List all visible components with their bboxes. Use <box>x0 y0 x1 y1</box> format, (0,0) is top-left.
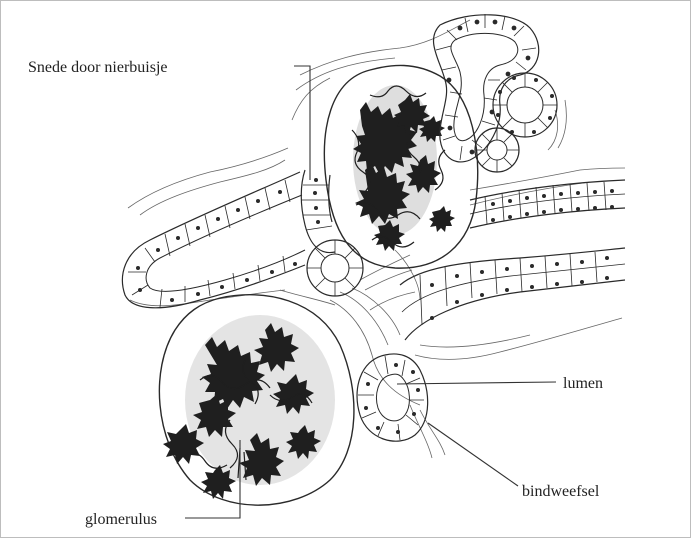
tubule-right-long-upper <box>470 180 625 228</box>
leader-lumen <box>397 382 556 384</box>
label-tubule-section: Snede door nierbuisje <box>28 59 168 76</box>
label-connective-tissue: bindweefsel <box>522 483 600 500</box>
leader-connective-tissue <box>428 423 518 486</box>
tubule-top-right <box>434 14 539 162</box>
tubule-center-vertical <box>301 170 363 296</box>
upper-renal-corpuscle <box>324 65 477 268</box>
tubule-left-long <box>122 172 305 308</box>
label-glomerulus: glomerulus <box>85 511 157 528</box>
tubule-lumen-ring <box>357 354 428 441</box>
label-lumen: lumen <box>563 375 603 392</box>
lower-renal-corpuscle-glomerulus <box>159 295 354 505</box>
leader-tubule-section <box>294 66 310 180</box>
